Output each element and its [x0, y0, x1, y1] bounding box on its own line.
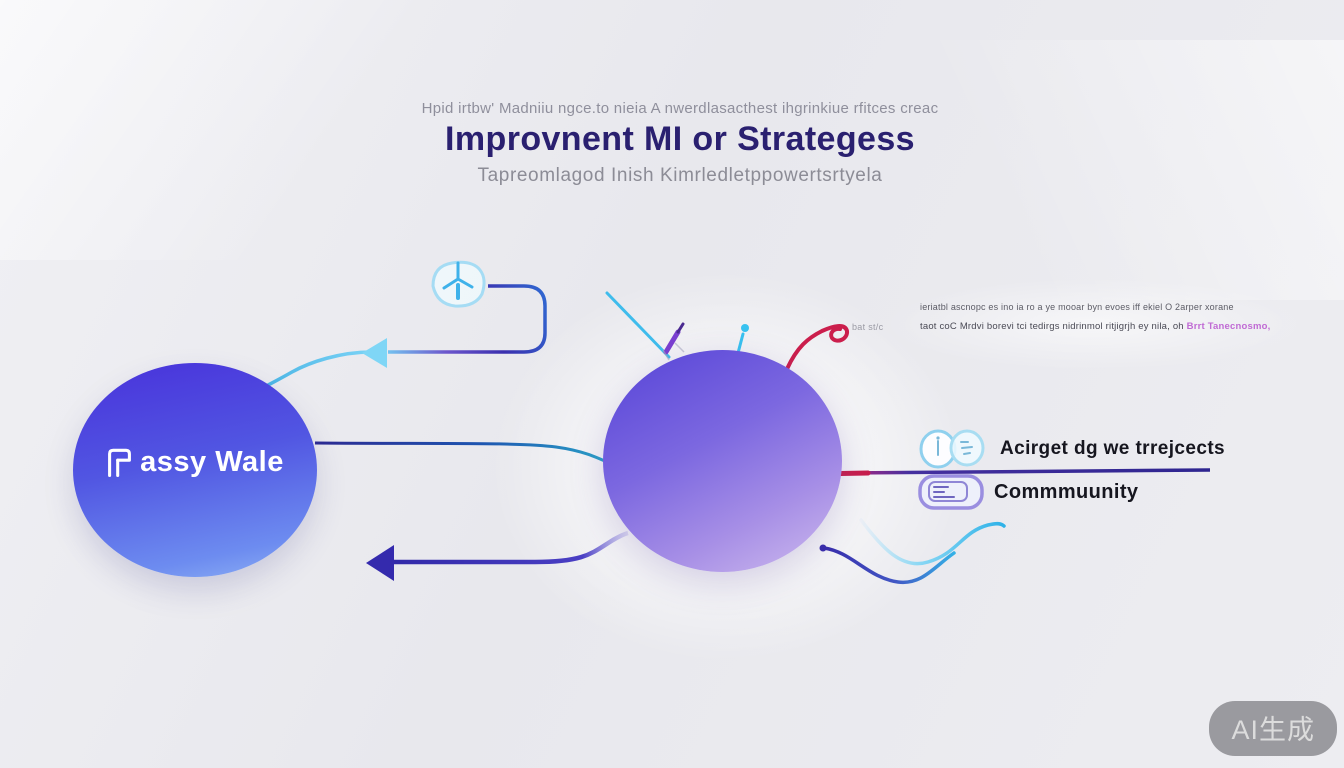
diagonal-cyan-line	[605, 291, 671, 359]
header-subtitle: Tapreomlagod Inish Kimrledletppowertsrty…	[477, 165, 883, 186]
header-tagline: Hpid irtbw' Madniiu ngce.to nieia A nwer…	[421, 100, 939, 117]
wind-turbine-icon	[442, 261, 474, 300]
left-node-label-row: assy Wale	[106, 446, 284, 479]
dot-antenna-line	[736, 324, 749, 355]
overlapping-circles-icon	[919, 429, 985, 469]
flow-line-bottom	[392, 530, 629, 565]
annotation-line2: taot coC Mrdvi borevi tci tedirgs nidrin…	[920, 321, 1320, 332]
divider-line-red-start	[838, 470, 871, 476]
arrow-left-cyan	[362, 338, 387, 368]
wave-line-1	[859, 518, 1006, 566]
wave-line-2-dot	[819, 544, 827, 552]
annotation-line1: ieriatbl ascnopc es ino ia ro a ye mooar…	[920, 302, 1234, 312]
list-item-community[interactable]: Commmuunity	[918, 474, 1138, 510]
divider-line	[842, 468, 1211, 475]
flow-line-top-cyan	[255, 350, 374, 393]
pin-icon	[662, 322, 685, 361]
flow-line-middle	[314, 441, 619, 469]
red-curl-line	[785, 324, 849, 371]
flow-line-top	[388, 284, 547, 354]
list-item-projects-label: Acirget dg we trrejcects	[1000, 438, 1226, 459]
annotation-line2-highlight: Brrt Tanecnosmo,	[1186, 321, 1271, 332]
node-left[interactable]: assy Wale	[73, 363, 317, 577]
list-item-projects[interactable]: Acirget dg we trrejcects	[918, 428, 1225, 470]
left-node-label: assy Wale	[140, 445, 284, 478]
list-item-community-label: Commmuunity	[994, 480, 1139, 503]
arrow-left-indigo	[366, 545, 394, 581]
node-center[interactable]	[603, 350, 842, 572]
page-title: Improvnent MI or Strategess	[445, 120, 915, 158]
wave-line-2	[822, 546, 956, 585]
header: Hpid irtbw' Madniiu ngce.to nieia A nwer…	[336, 100, 1024, 187]
wind-turbine-badge[interactable]	[431, 260, 486, 308]
ai-generated-watermark: AI生成	[1209, 701, 1337, 756]
annotation-line2-text: taot coC Mrdvi borevi tci tedirgs nidrin…	[920, 321, 1184, 332]
annotation-side-label: bat st/c	[852, 322, 884, 332]
panel-card-icon	[918, 474, 984, 510]
bracket-logo-icon	[108, 448, 132, 478]
